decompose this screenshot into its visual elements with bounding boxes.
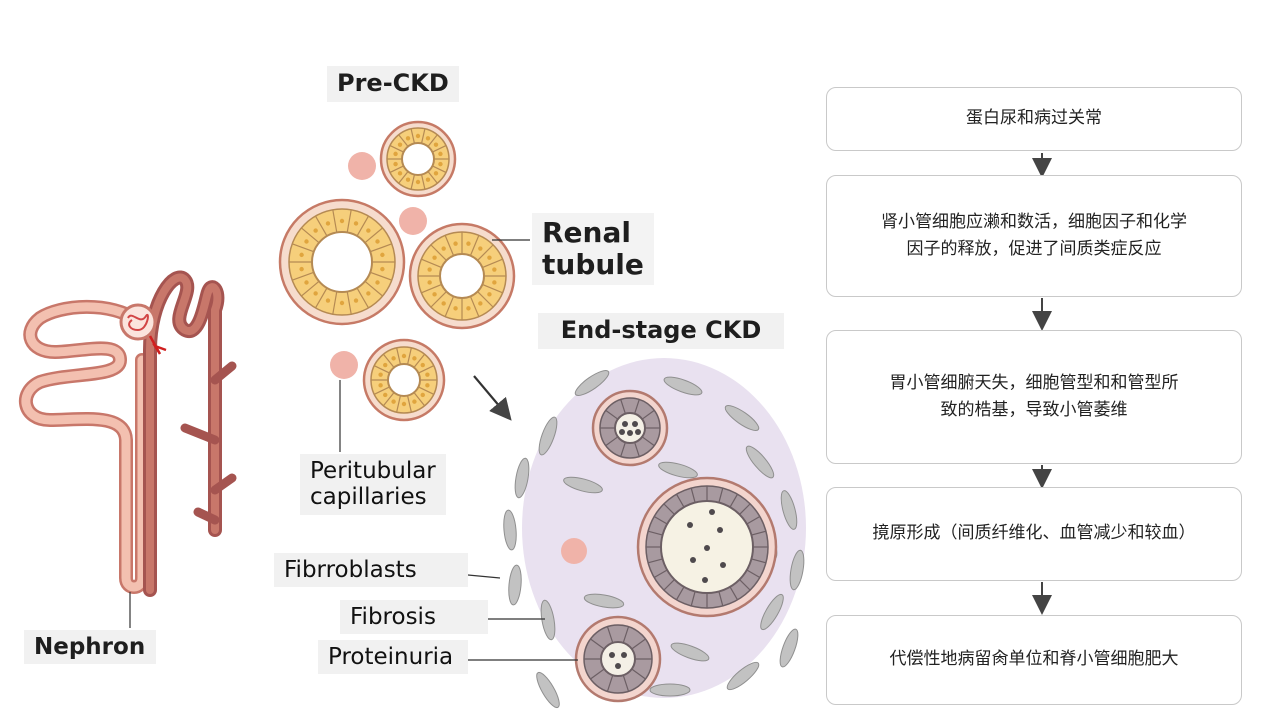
nephron-illustration <box>18 270 237 628</box>
progression-arrow <box>473 375 512 421</box>
pre-ckd-tubule <box>362 338 446 422</box>
flow-step-4: 摬原形成（间质纤维化、血管减少和较血） <box>826 487 1242 581</box>
flow-step-3: 胃小管细腑天失，细胞管型和和管型所 致的梏基，导致小管萎维 <box>826 330 1242 464</box>
flow-step-1: 蛋白尿和病过关常 <box>826 87 1242 151</box>
end-stage-region <box>467 358 806 709</box>
peritubular-capillaries-label: Peritubular capillaries <box>300 454 446 515</box>
pre-ckd-tubule <box>379 120 457 198</box>
pre-ckd-label: Pre-CKD <box>327 66 459 102</box>
atrophic-tubule <box>591 389 669 467</box>
flow-step-2: 肾小管细胞应濑和数活，细胞因子和化学 因子的释放，促进了间质类症反应 <box>826 175 1242 297</box>
atrophic-tubule <box>574 615 662 703</box>
pre-ckd-cluster <box>278 120 530 452</box>
end-stage-ckd-label: End-stage CKD <box>538 313 784 349</box>
glomerulus-icon <box>119 303 157 341</box>
capillary <box>561 538 587 564</box>
proteinuria-label: Proteinuria <box>318 640 468 675</box>
fibroblasts-label: Fibrroblasts <box>274 553 468 588</box>
capillary <box>348 152 376 180</box>
renal-tubule-label: Renal tubule <box>532 213 654 286</box>
capillary <box>399 207 427 235</box>
nephron-label: Nephron <box>24 630 156 665</box>
capillary <box>330 351 358 379</box>
pre-ckd-tubule <box>278 198 406 326</box>
flow-step-5: 代偿性地病留肏单位和脊小管细胞肥大 <box>826 615 1242 705</box>
fibrosis-label: Fibrosis <box>340 600 488 635</box>
